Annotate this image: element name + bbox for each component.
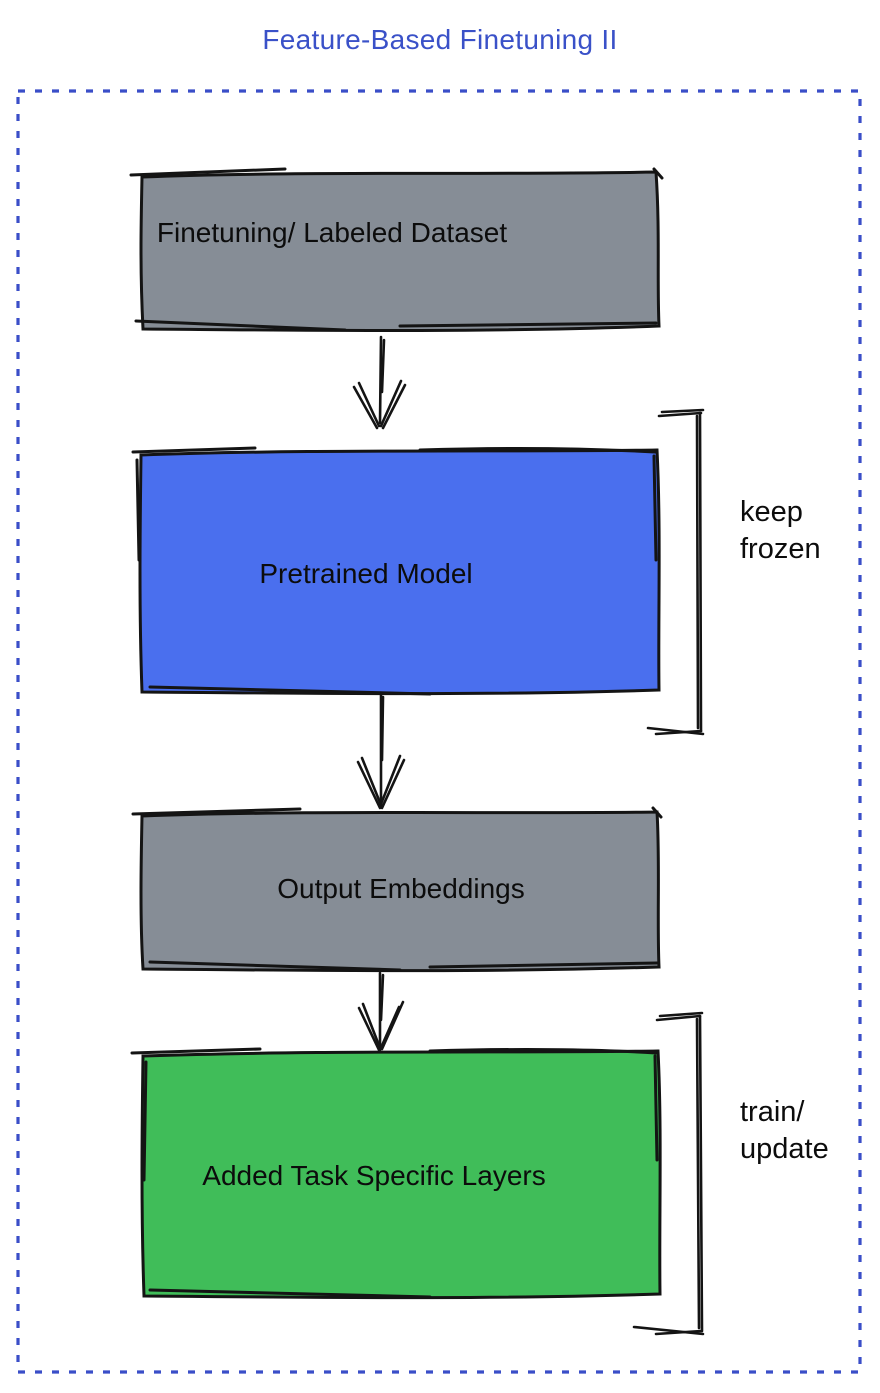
finetuning-dataset-label: Finetuning/ Labeled Dataset [156, 217, 508, 248]
train-update-bracket [632, 1011, 705, 1336]
flow-arrow-3 [357, 971, 405, 1052]
train-update-note-line1: train/ [740, 1096, 805, 1128]
pretrained-model-label: Pretrained Model [259, 558, 473, 589]
output-embeddings-box-shape [131, 806, 663, 973]
pretrained-model-box-shape [131, 446, 661, 696]
diagram-title: Feature-Based Finetuning II [262, 24, 618, 55]
diagram-dashed-border [16, 89, 862, 1374]
train-update-note-line2: update [740, 1133, 829, 1165]
flow-arrow-2 [356, 693, 406, 810]
task-layers-box-shape [130, 1047, 662, 1300]
flow-arrow-1 [352, 335, 407, 430]
finetuning-dataset-box-shape [129, 167, 664, 332]
keep-frozen-bracket [646, 408, 705, 736]
keep-frozen-note: keep frozen [740, 494, 821, 568]
train-update-note: train/ update [740, 1094, 829, 1168]
output-embeddings-label: Output Embeddings [277, 873, 525, 904]
keep-frozen-note-line1: keep [740, 496, 803, 528]
task-layers-label: Added Task Specific Layers [202, 1160, 546, 1191]
keep-frozen-note-line2: frozen [740, 533, 821, 565]
